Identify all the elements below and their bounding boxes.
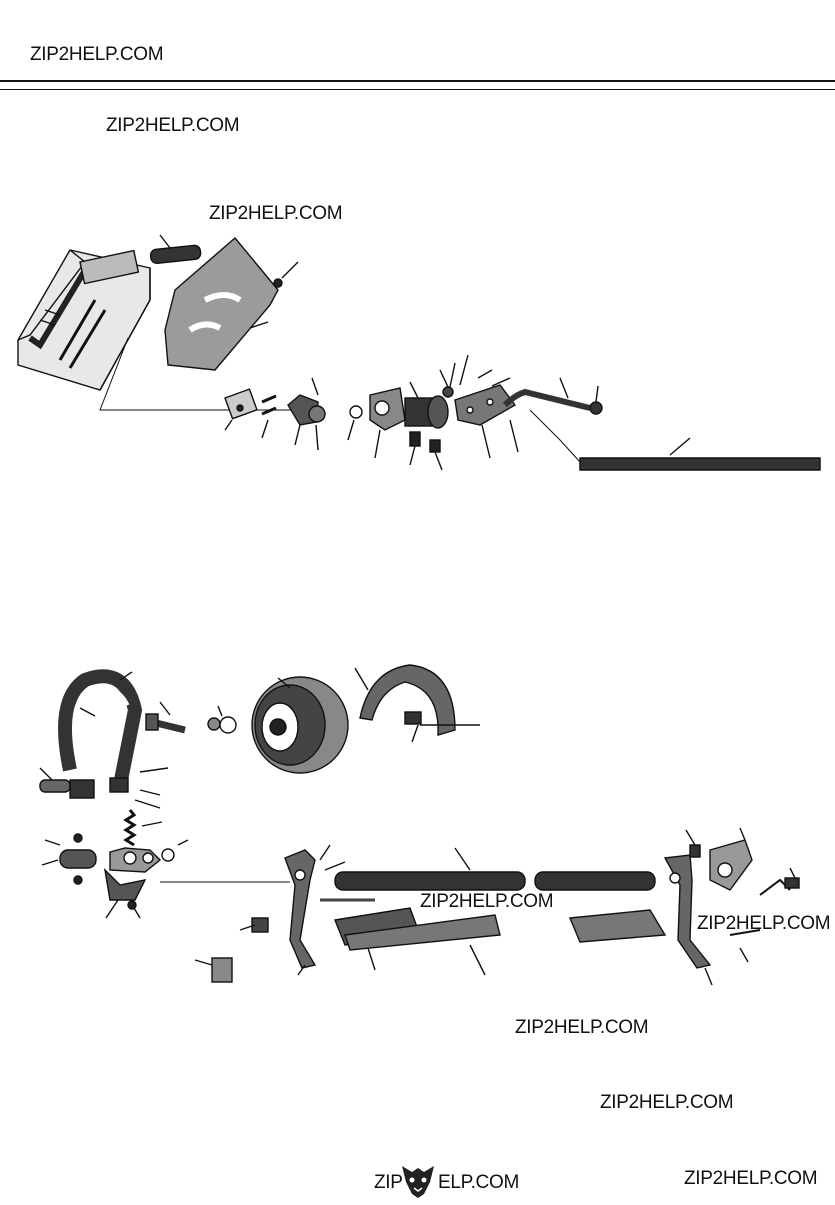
watermark-1: ZIP2HELP.COM xyxy=(106,115,240,136)
arc-guard-part xyxy=(354,664,480,743)
crank-handle-part xyxy=(502,377,603,415)
yoke-part xyxy=(41,833,189,919)
watermark-3: ZIP2HELP.COM xyxy=(420,891,554,912)
footer-watermark-corner: ZIP2HELP.COM xyxy=(684,1168,818,1189)
washer-part xyxy=(207,705,237,734)
header-rule-bottom xyxy=(0,89,835,90)
bracket-right-part xyxy=(663,827,753,986)
gear-hub-part xyxy=(404,354,469,471)
upper-parts-diagram xyxy=(17,234,821,471)
washer-part xyxy=(349,405,363,419)
pin-part xyxy=(39,767,169,809)
footer-watermark-left: ZIP xyxy=(374,1172,403,1193)
footer-watermark-right: ELP.COM xyxy=(438,1172,519,1193)
bracket-left-part xyxy=(284,844,346,976)
tread-plate-part xyxy=(334,907,667,976)
long-rod-part xyxy=(579,437,821,471)
watermark-6: ZIP2HELP.COM xyxy=(600,1092,734,1113)
knob-part xyxy=(287,377,326,451)
plate-part xyxy=(164,237,299,371)
pin-part xyxy=(149,234,202,265)
bracket-part xyxy=(224,388,277,439)
watermark-2: ZIP2HELP.COM xyxy=(209,203,343,224)
header-rule-top xyxy=(0,80,835,82)
header-watermark: ZIP2HELP.COM xyxy=(30,44,164,65)
housing-part xyxy=(17,249,151,391)
watermark-4: ZIP2HELP.COM xyxy=(697,913,831,934)
spring-part xyxy=(123,809,163,847)
linkage-part xyxy=(729,867,800,963)
watermark-5: ZIP2HELP.COM xyxy=(515,1017,649,1038)
lever-body-part xyxy=(454,369,519,459)
tube-part xyxy=(320,847,656,902)
clip-part xyxy=(194,917,269,983)
wolf-head-icon xyxy=(398,1160,438,1205)
cam-lever-part xyxy=(369,387,406,459)
brake-band-part xyxy=(58,669,143,787)
bolt-part xyxy=(145,701,186,734)
pulley-part xyxy=(251,676,349,774)
